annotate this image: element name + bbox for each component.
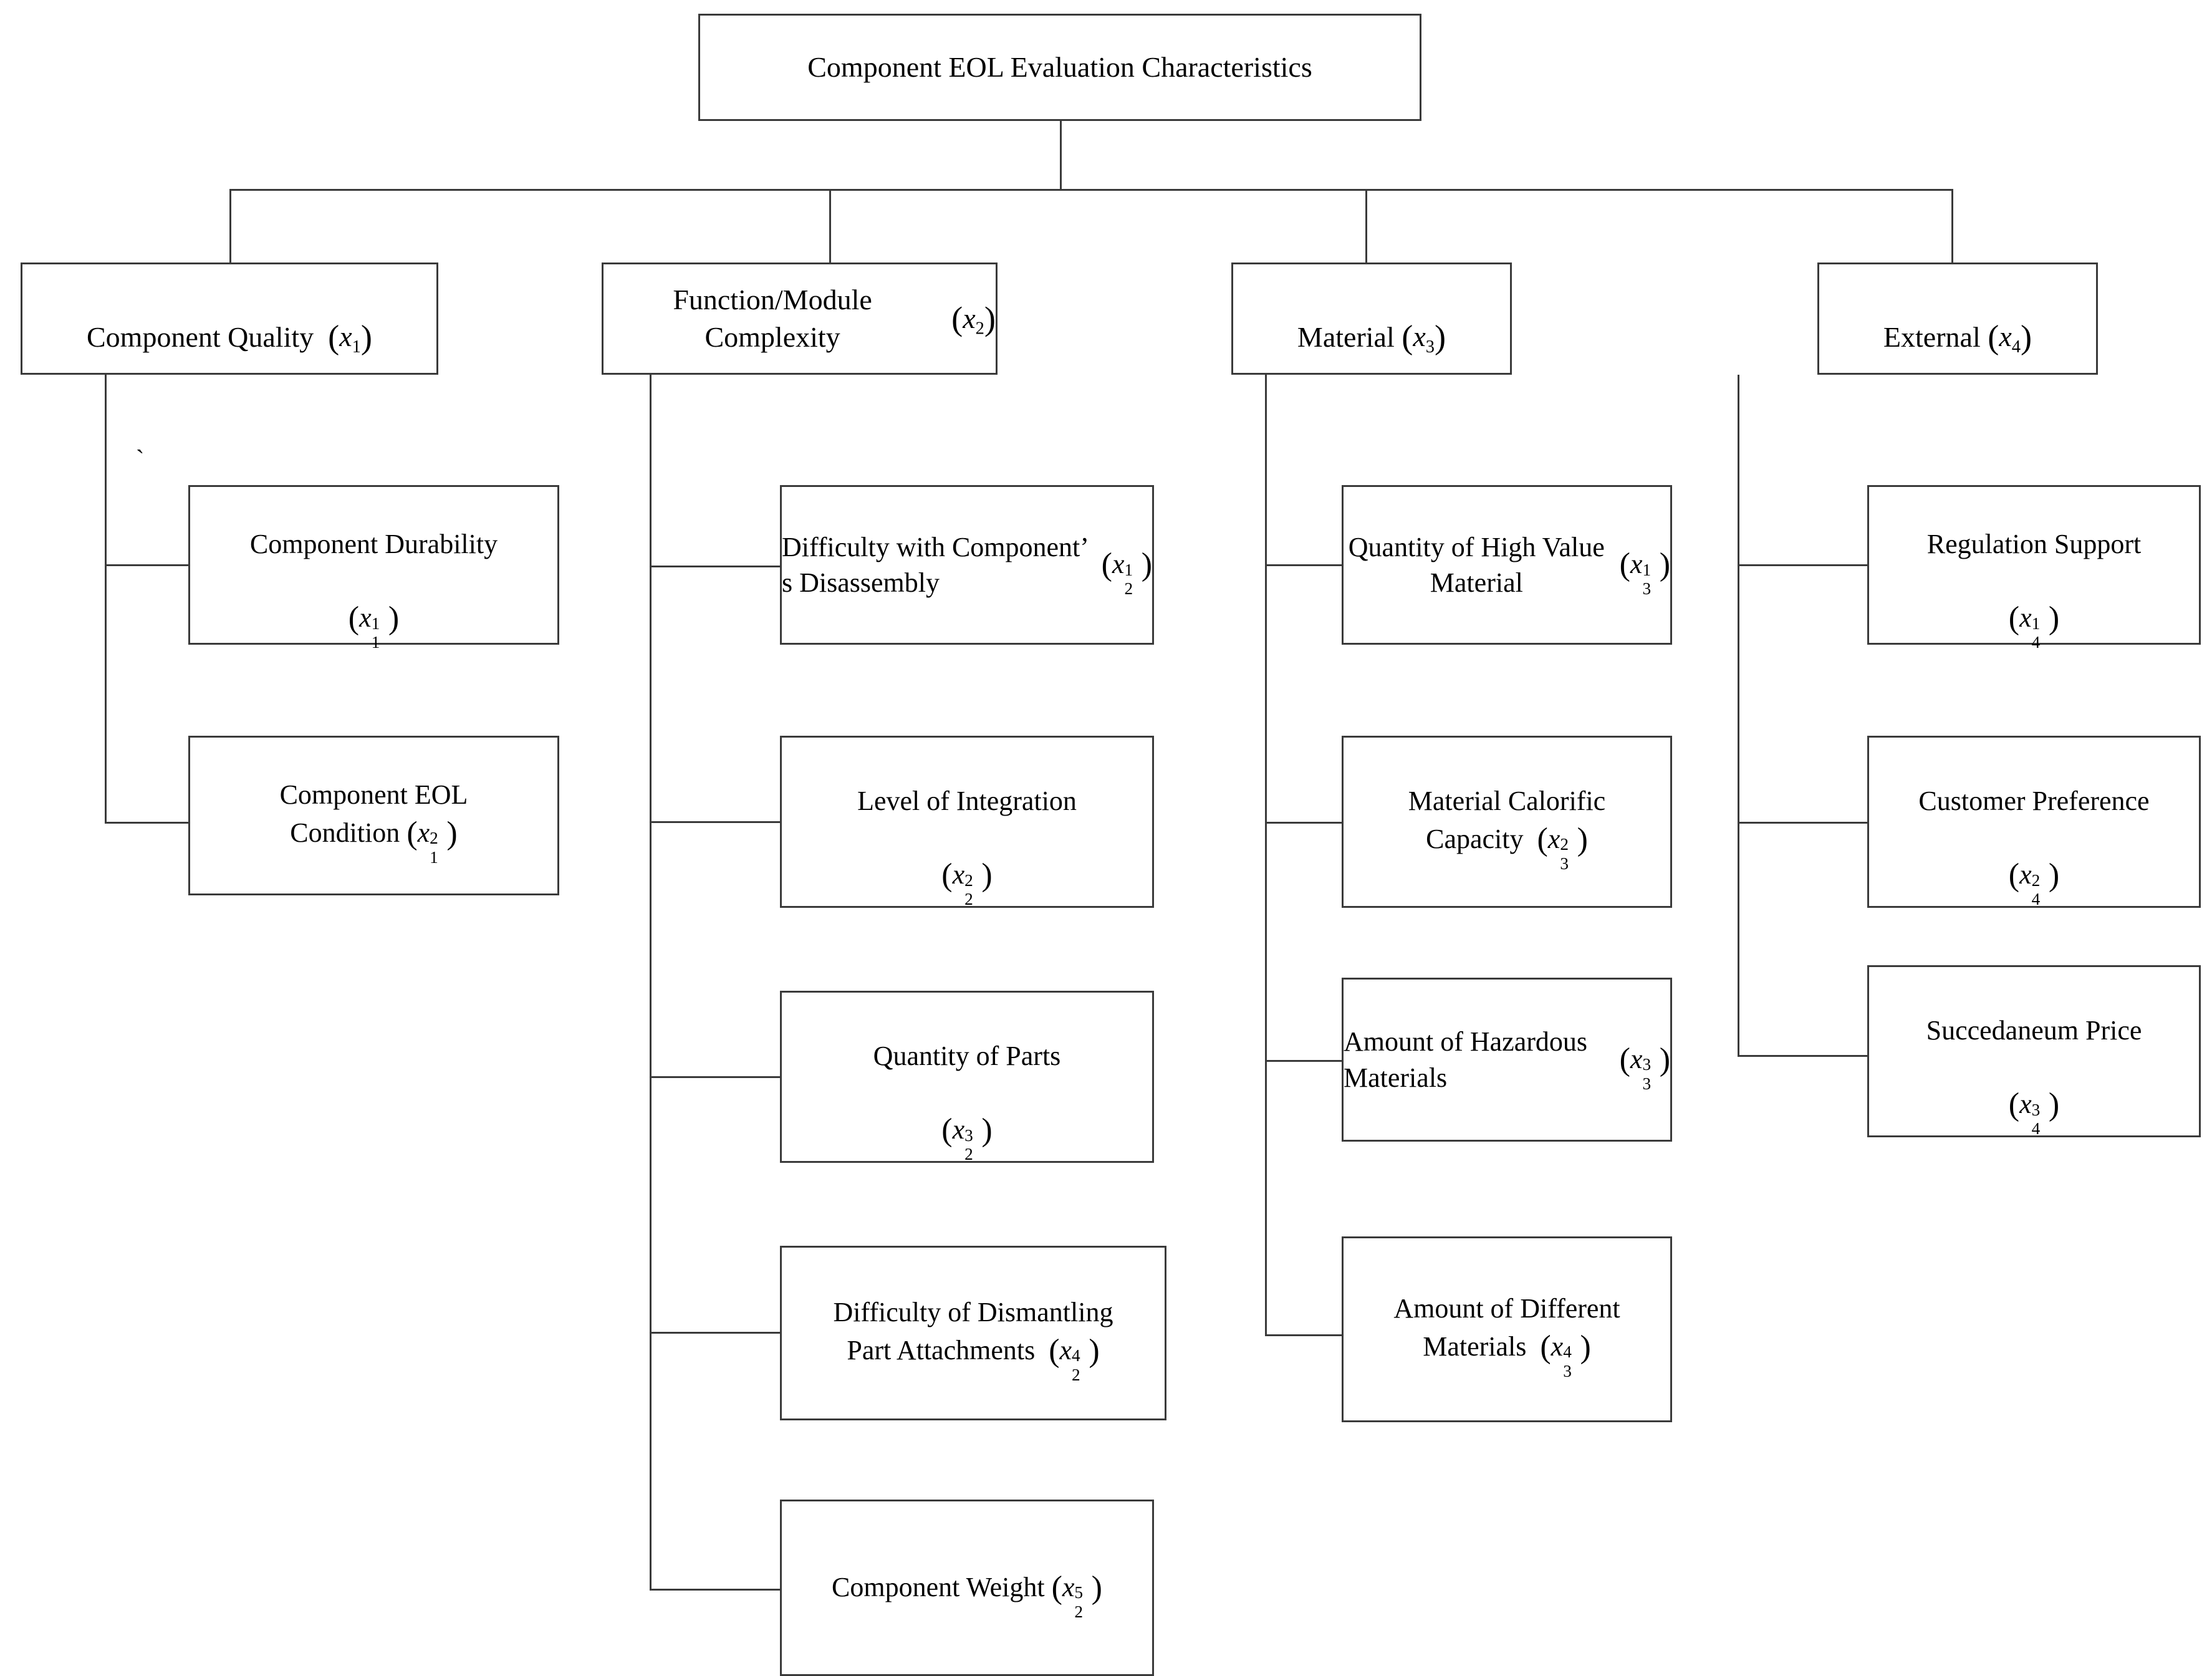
connector-stub-material-calorific-capacity [1265,822,1342,824]
node-amount-different-materials-label: Amount of Different Materials [1393,1293,1620,1362]
node-difficulty-component-disassembly[interactable]: Difficulty with Component’ s Disassembly… [780,485,1154,645]
connector-stub-component-eol-condition [105,822,190,824]
node-level-of-integration-label: Level of Integration [857,785,1077,816]
connector-trunk-function-module-complexity [650,375,652,1590]
connector-stub-quantity-high-value-material [1265,564,1342,566]
node-component-eol-condition-label: Component EOL Condition [279,779,468,848]
connector-drop-function-module-complexity [829,189,831,262]
node-difficulty-dismantling-part-attachments[interactable]: Difficulty of Dismantling Part Attachmen… [780,1246,1166,1420]
node-customer-preference-label: Customer Preference [1918,785,2150,816]
connector-stub-difficulty-dismantling-part-attachments [650,1332,780,1334]
node-quantity-of-parts-label: Quantity of Parts [873,1040,1061,1071]
connector-trunk-component-quality [105,375,107,824]
node-component-quality-label: Component Quality [87,320,314,353]
node-difficulty-dismantling-part-attachments-label: Difficulty of Dismantling Part Attachmen… [833,1296,1113,1365]
connector-drop-material [1365,189,1367,262]
node-material-label: Material [1297,320,1395,353]
connector-stub-regulation-support [1738,564,1867,566]
node-external-label: External [1883,320,1981,353]
connector-stub-level-of-integration [650,821,780,823]
node-quantity-high-value-material-label: Quantity of High Value Material [1348,531,1605,598]
connector-stub-amount-hazardous-materials [1265,1060,1342,1062]
node-component-durability-label: Component Durability [249,528,498,559]
connector-stub-amount-different-materials [1265,1334,1342,1336]
node-material-symbol: (x3) [1402,318,1446,357]
connector-trunk-material [1265,375,1267,1336]
connector-stub-component-weight [650,1589,780,1591]
node-root-label: Component EOL Evaluation Characteristics [807,51,1312,84]
stray-mark: ` [136,445,145,473]
node-succedaneum-price-label: Succedaneum Price [1926,1014,2142,1046]
node-difficulty-component-disassembly-label: Difficulty with Component’ s Disassembly [782,531,1087,598]
node-external[interactable]: External (x4) [1817,262,2098,375]
node-function-module-complexity[interactable]: Function/Module Complexity (x2) [602,262,998,375]
node-amount-hazardous-materials-label: Amount of Hazardous Materials [1344,1026,1588,1093]
connector-stub-difficulty-component-disassembly [650,566,780,567]
connector-stub-quantity-of-parts [650,1076,780,1078]
connector-drop-external [1951,189,1953,262]
node-function-module-complexity-label: Function/Module Complexity [673,284,872,353]
node-material-calorific-capacity-label: Material Calorific Capacity [1408,785,1606,854]
connector-stub-component-durability [105,564,190,566]
connector-level2-bus [229,189,1951,191]
node-regulation-support-label: Regulation Support [1926,528,2142,559]
node-component-weight-label: Component Weight [832,1571,1045,1602]
node-component-quality[interactable]: Component Quality (x1) [21,262,438,375]
connector-root-stem [1060,121,1062,190]
connector-drop-component-quality [229,189,231,262]
connector-stub-customer-preference [1738,822,1867,824]
node-component-quality-symbol: (x1) [328,318,372,357]
node-external-symbol: (x4) [1988,318,2032,357]
connector-stub-succedaneum-price [1738,1055,1867,1057]
node-root[interactable]: Component EOL Evaluation Characteristics [698,14,1421,121]
node-material[interactable]: Material (x3) [1231,262,1512,375]
node-function-module-complexity-symbol: (x2) [951,299,996,339]
connector-trunk-external [1738,375,1739,1057]
